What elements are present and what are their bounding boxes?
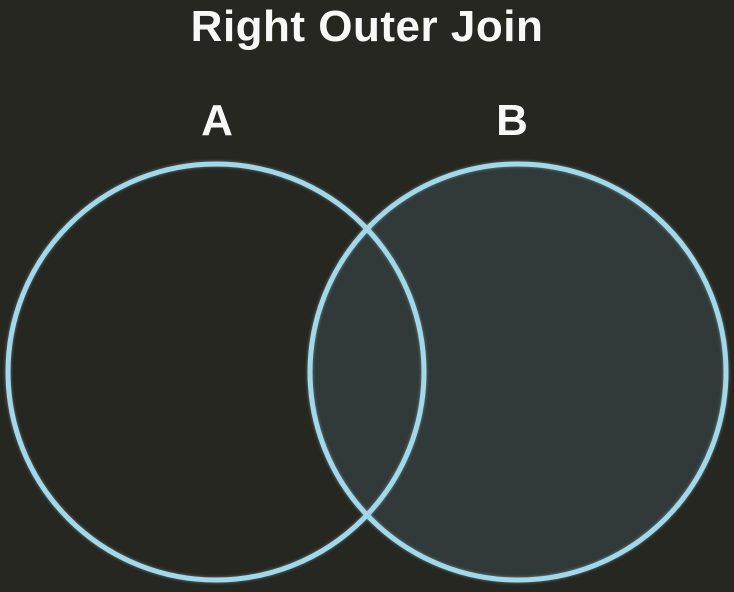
circle-b-fill bbox=[310, 164, 726, 580]
circle-b-outline bbox=[307, 161, 729, 583]
set-a-label: A bbox=[201, 96, 233, 145]
set-b-label: B bbox=[496, 96, 528, 145]
diagram-title: Right Outer Join bbox=[190, 2, 544, 51]
circle-a-outline bbox=[5, 161, 427, 583]
